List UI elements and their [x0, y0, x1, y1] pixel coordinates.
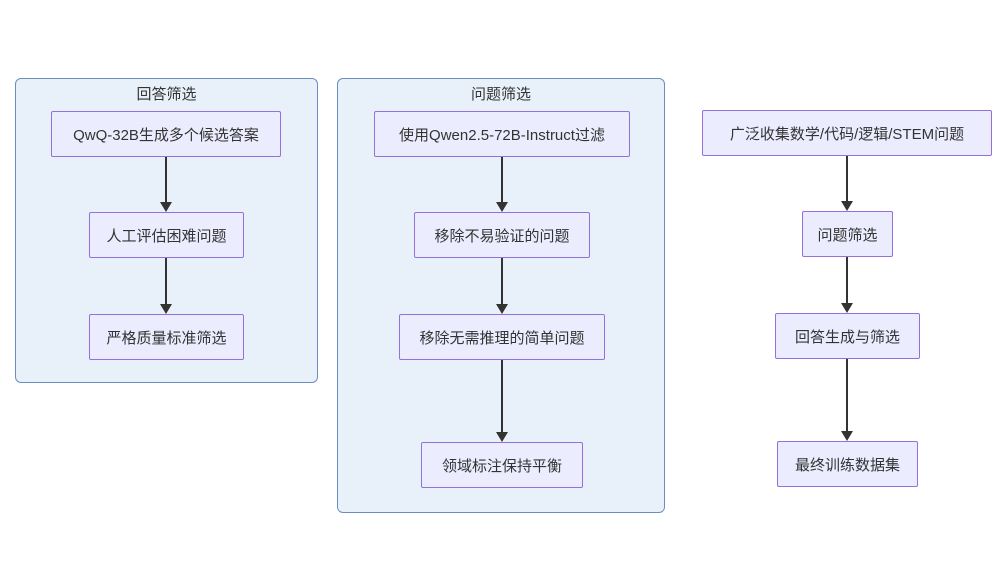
flow-arrow	[160, 258, 172, 314]
flow-node-remove-unverifiable: 移除不易验证的问题	[414, 212, 590, 258]
flow-node-domain-balance: 领域标注保持平衡	[421, 442, 583, 488]
flow-node-answer-generation: 回答生成与筛选	[775, 313, 920, 359]
flow-node-remove-simple: 移除无需推理的简单问题	[399, 314, 605, 360]
flow-arrow	[160, 157, 172, 212]
flow-arrow	[496, 157, 508, 212]
cluster-title: 回答筛选	[136, 86, 197, 103]
flow-arrow	[841, 257, 853, 313]
flow-node-strict-quality: 严格质量标准筛选	[89, 314, 244, 360]
cluster-question-filtering: 问题筛选 使用Qwen2.5-72B-Instruct过滤 移除不易验证的问题 …	[337, 78, 665, 513]
flow-node-question-filtering: 问题筛选	[802, 211, 893, 257]
flow-node-human-eval: 人工评估困难问题	[89, 212, 244, 258]
flow-node-final-dataset: 最终训练数据集	[777, 441, 918, 487]
flow-node-qwq-candidates: QwQ-32B生成多个候选答案	[51, 111, 281, 157]
flow-arrow	[841, 359, 853, 441]
cluster-title: 问题筛选	[470, 86, 531, 103]
cluster-answer-filtering: 回答筛选 QwQ-32B生成多个候选答案 人工评估困难问题 严格质量标准筛选	[15, 78, 318, 383]
flow-arrow	[496, 360, 508, 442]
flow-arrow	[496, 258, 508, 314]
flow-node-qwen-filter: 使用Qwen2.5-72B-Instruct过滤	[374, 111, 630, 157]
flow-node-collect-problems: 广泛收集数学/代码/逻辑/STEM问题	[702, 110, 992, 156]
flow-arrow	[841, 156, 853, 211]
